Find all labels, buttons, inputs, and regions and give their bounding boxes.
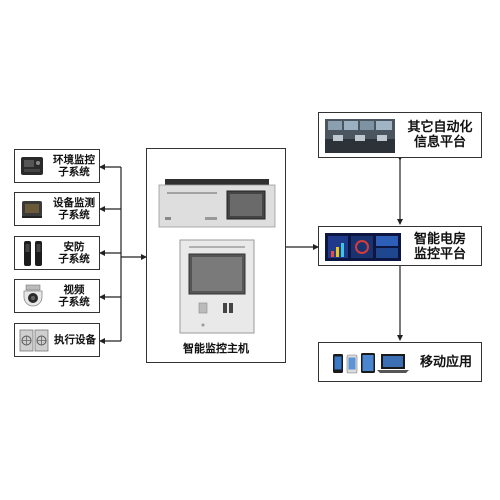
security-label: 安防 子系统	[58, 241, 90, 265]
mobile-app-label: 移动应用	[419, 355, 472, 370]
host-label: 智能监控主机	[183, 342, 249, 355]
rack-server-icon	[158, 179, 276, 228]
environment-monitor-device-icon	[21, 157, 43, 175]
actuator-box: 执行设备	[14, 323, 100, 357]
fan-unit-icon	[19, 329, 49, 352]
equip-monitor-label: 设备监测 子系统	[53, 197, 95, 221]
env-monitor-label: 环境监控 子系统	[53, 154, 95, 178]
dome-camera-icon	[23, 284, 43, 307]
equipment-sensor-device-icon	[22, 201, 42, 218]
power-room-platform-label: 智能电房 监控平台	[413, 232, 466, 262]
dashboard-screen-icon	[325, 233, 401, 261]
equip-monitor-subsystem-box: 设备监测 子系统	[14, 192, 100, 226]
power-room-platform-box: 智能电房 监控平台	[318, 226, 482, 266]
security-subsystem-box: 安防 子系统	[14, 236, 100, 270]
other-automation-label: 其它自动化 信息平台	[407, 120, 473, 150]
mobile-app-box: 移动应用	[318, 342, 482, 382]
infrared-beam-sensor-icon	[24, 241, 42, 266]
control-room-icon	[325, 119, 395, 153]
other-automation-box: 其它自动化 信息平台	[318, 112, 482, 158]
host-box: 智能监控主机	[146, 148, 286, 363]
video-subsystem-box: 视频 子系统	[14, 279, 100, 313]
mobile-devices-icon	[333, 353, 409, 374]
env-monitor-subsystem-box: 环境监控 子系统	[14, 149, 100, 183]
video-label: 视频 子系统	[58, 284, 90, 308]
actuator-label: 执行设备	[54, 334, 96, 346]
wall-mount-monitor-icon	[179, 239, 255, 334]
